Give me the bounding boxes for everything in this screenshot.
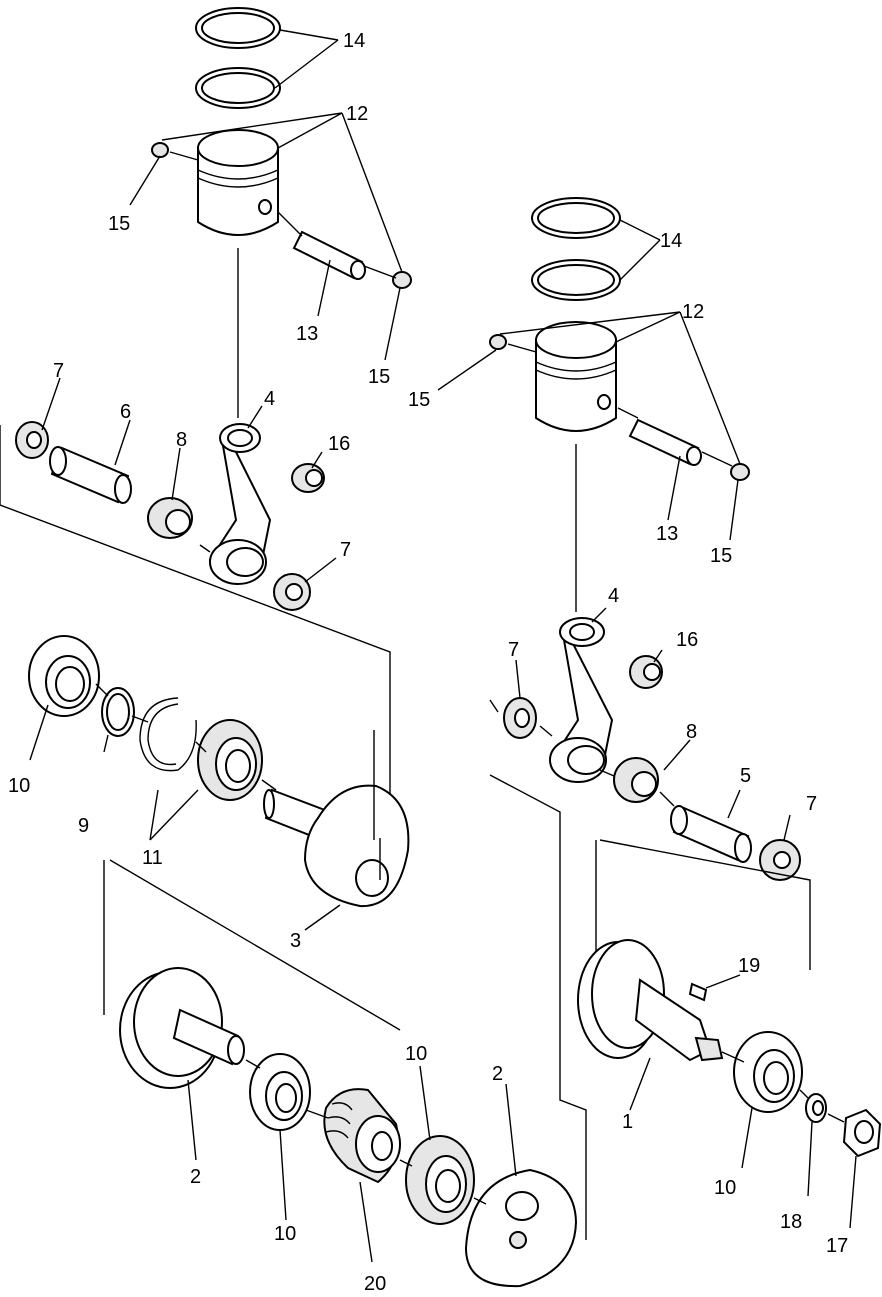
callout-right-18: 18 [780,1211,802,1233]
callout-left-16: 16 [328,433,350,455]
callout-left-2b: 2 [492,1063,503,1085]
callout-right-12: 12 [682,301,704,323]
left-big-end-bearing [147,497,193,539]
left-flywheel [119,967,245,1089]
center-ball-bearing [405,1135,475,1225]
callout-right-17: 17 [826,1235,848,1257]
callout-right-13: 13 [656,523,678,545]
left-piston [197,129,279,236]
callout-left-4: 4 [264,388,275,410]
left-small-ring [101,687,135,737]
callout-left-3: 3 [290,930,301,952]
left-crank-half [263,784,410,908]
right-leader-lines [437,219,741,612]
callout-left-15b: 15 [368,366,390,388]
right-big-end-bearing [613,757,659,803]
callout-left-15a: 15 [108,213,130,235]
left-piston-rings [195,7,281,109]
callout-left-9: 9 [78,815,89,837]
right-washer [805,1093,827,1123]
callout-right-4: 4 [608,585,619,607]
left-thrust-washers [15,421,311,611]
center-labyrinth-seal [323,1088,401,1184]
callout-left-14: 14 [343,30,365,52]
left-lower-bearing [249,1053,311,1131]
callout-right-15a: 15 [408,389,430,411]
callout-left-7a: 7 [53,360,64,382]
callout-left-7b: 7 [340,539,351,561]
callout-left-2a: 2 [190,1166,201,1188]
right-circlips [489,334,750,481]
callout-right-1: 1 [622,1111,633,1133]
left-main-leaders [29,683,375,931]
left-rod-leaders [0,377,391,840]
right-thrust-washers [503,697,801,881]
callout-left-11: 11 [142,847,163,869]
right-piston-rings [531,197,621,301]
callout-labels: 14 12 15 13 15 7 6 8 4 16 7 10 9 11 3 2 … [8,30,848,1295]
callout-left-10a: 10 [8,775,30,797]
right-crank-half [577,939,724,1062]
left-main-bearing [28,635,100,717]
center-crank-web [464,1168,578,1288]
callout-right-7b: 7 [806,793,817,815]
callout-right-19: 19 [738,955,760,977]
right-piston [535,321,617,432]
right-lower-leaders [629,974,857,1229]
left-piston-pin [292,230,366,280]
left-crankpin [49,446,132,504]
left-leader-lines [129,29,403,418]
callout-right-15b: 15 [710,545,732,567]
right-main-bearing [733,1031,803,1113]
callout-right-14: 14 [660,230,682,252]
left-ball-bearing [197,719,263,801]
callout-left-6: 6 [120,401,131,423]
left-connecting-rod [208,423,272,585]
left-circlips [151,142,412,289]
right-small-end-bearing [629,655,663,689]
callout-right-5: 5 [740,765,751,787]
callout-left-10b: 10 [274,1223,296,1245]
right-rod-leaders [489,607,811,1240]
right-nut [842,1108,882,1158]
callout-left-10c: 10 [405,1043,427,1065]
callout-right-7a: 7 [508,639,519,661]
callout-left-12: 12 [346,103,368,125]
callout-right-16: 16 [676,629,698,651]
left-lower-leaders [103,859,517,1263]
right-piston-pin [628,418,702,466]
callout-left-13: 13 [296,323,318,345]
left-small-end-bearing [291,463,325,493]
right-crankpin [670,805,752,863]
callout-right-10: 10 [714,1177,736,1199]
callout-left-8: 8 [176,429,187,451]
callout-right-8: 8 [686,721,697,743]
callout-left-20: 20 [364,1273,386,1295]
right-connecting-rod [549,617,614,783]
left-snap-ring [139,697,197,772]
